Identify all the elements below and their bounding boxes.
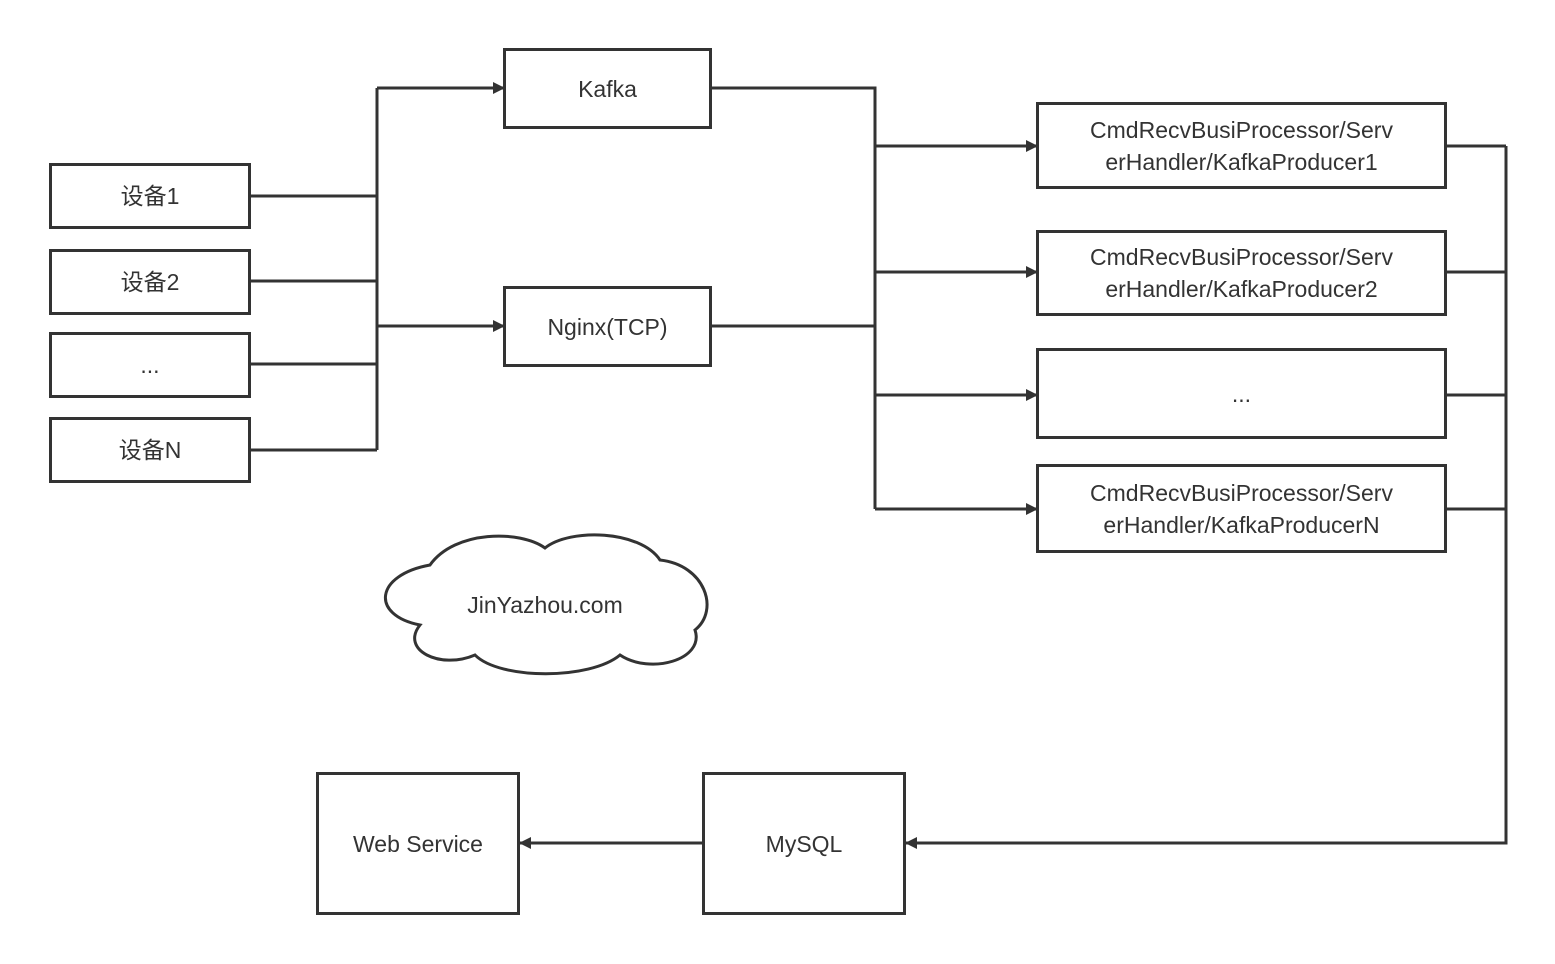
mysql-label: MySQL xyxy=(765,830,843,857)
device-1-node: 设备1 xyxy=(49,163,251,229)
edge-kafka-bus xyxy=(712,86,877,509)
handler-n-label-line1: CmdRecvBusiProcessor/Serv xyxy=(1090,479,1393,506)
device-ellipsis-node: ... xyxy=(49,332,251,398)
handler-1-node: CmdRecvBusiProcessor/Serv erHandler/Kafk… xyxy=(1036,102,1447,189)
cloud-shape xyxy=(383,533,709,676)
device-n-label: 设备N xyxy=(118,437,182,463)
web-service-label: Web Service xyxy=(353,830,483,857)
handler-2-label-line2: erHandler/KafkaProducer2 xyxy=(1105,276,1378,302)
device-ellipsis-label: ... xyxy=(140,352,160,378)
nginx-node: Nginx(TCP) xyxy=(503,286,712,367)
handler-n-node: CmdRecvBusiProcessor/Serv erHandler/Kafk… xyxy=(1036,464,1447,553)
nginx-label: Nginx(TCP) xyxy=(547,313,668,340)
handler-n-label-line2: erHandler/KafkaProducerN xyxy=(1103,511,1380,538)
mysql-node: MySQL xyxy=(702,772,906,915)
device-2-node: 设备2 xyxy=(49,249,251,315)
handler-1-label-line2: erHandler/KafkaProducer1 xyxy=(1105,148,1378,175)
web-service-node: Web Service xyxy=(316,772,520,915)
handler-2-node: CmdRecvBusiProcessor/Serv erHandler/Kafk… xyxy=(1036,230,1447,316)
edge-bus-mysql xyxy=(905,146,1508,849)
handler-ellipsis-label: ... xyxy=(1231,380,1252,407)
handler-ellipsis-node: ... xyxy=(1036,348,1447,439)
kafka-node: Kafka xyxy=(503,48,712,129)
handler-1-label-line1: CmdRecvBusiProcessor/Serv xyxy=(1090,116,1393,143)
device-2-label: 设备2 xyxy=(120,269,180,295)
kafka-label: Kafka xyxy=(578,75,637,102)
device-1-label: 设备1 xyxy=(120,183,180,209)
cloud-label: JinYazhou.com xyxy=(467,592,623,618)
handler-2-label-line1: CmdRecvBusiProcessor/Serv xyxy=(1090,244,1393,270)
device-n-node: 设备N xyxy=(49,417,251,483)
